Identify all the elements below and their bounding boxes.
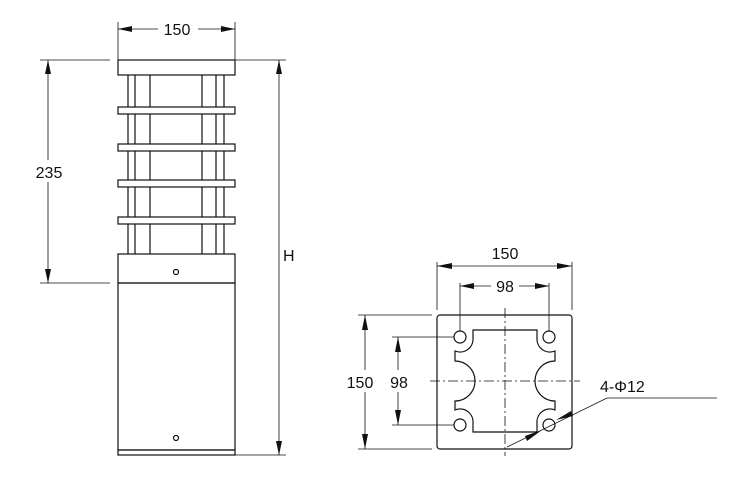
mount-hole <box>542 418 556 432</box>
plate-width-label: 150 <box>492 246 519 263</box>
base-plate-view: 150 98 150 98 4-Φ12 <box>347 246 717 456</box>
base-plate <box>436 314 573 450</box>
rods <box>127 75 225 254</box>
hole-spacing-y-label: 98 <box>390 375 408 392</box>
width-label: 150 <box>164 22 191 39</box>
hole-spacing-x-label: 98 <box>496 279 514 296</box>
lamp-base <box>117 449 236 456</box>
mount-hole <box>453 330 467 344</box>
screw-hole <box>172 268 180 276</box>
holes-label: 4-Φ12 <box>600 379 645 396</box>
mount-hole <box>542 330 556 344</box>
front-view: 150 235 H <box>36 22 295 456</box>
upper-height-label: 235 <box>36 165 63 182</box>
hole-callout-leader <box>506 397 717 448</box>
top-cap <box>117 59 236 76</box>
lamp-collar <box>117 253 236 284</box>
plate-height-label: 150 <box>347 375 374 392</box>
total-height-label: H <box>283 248 295 265</box>
mount-hole <box>453 418 467 432</box>
lamp-body <box>117 282 236 451</box>
screw-hole <box>172 434 180 442</box>
louver-rings <box>117 106 236 225</box>
